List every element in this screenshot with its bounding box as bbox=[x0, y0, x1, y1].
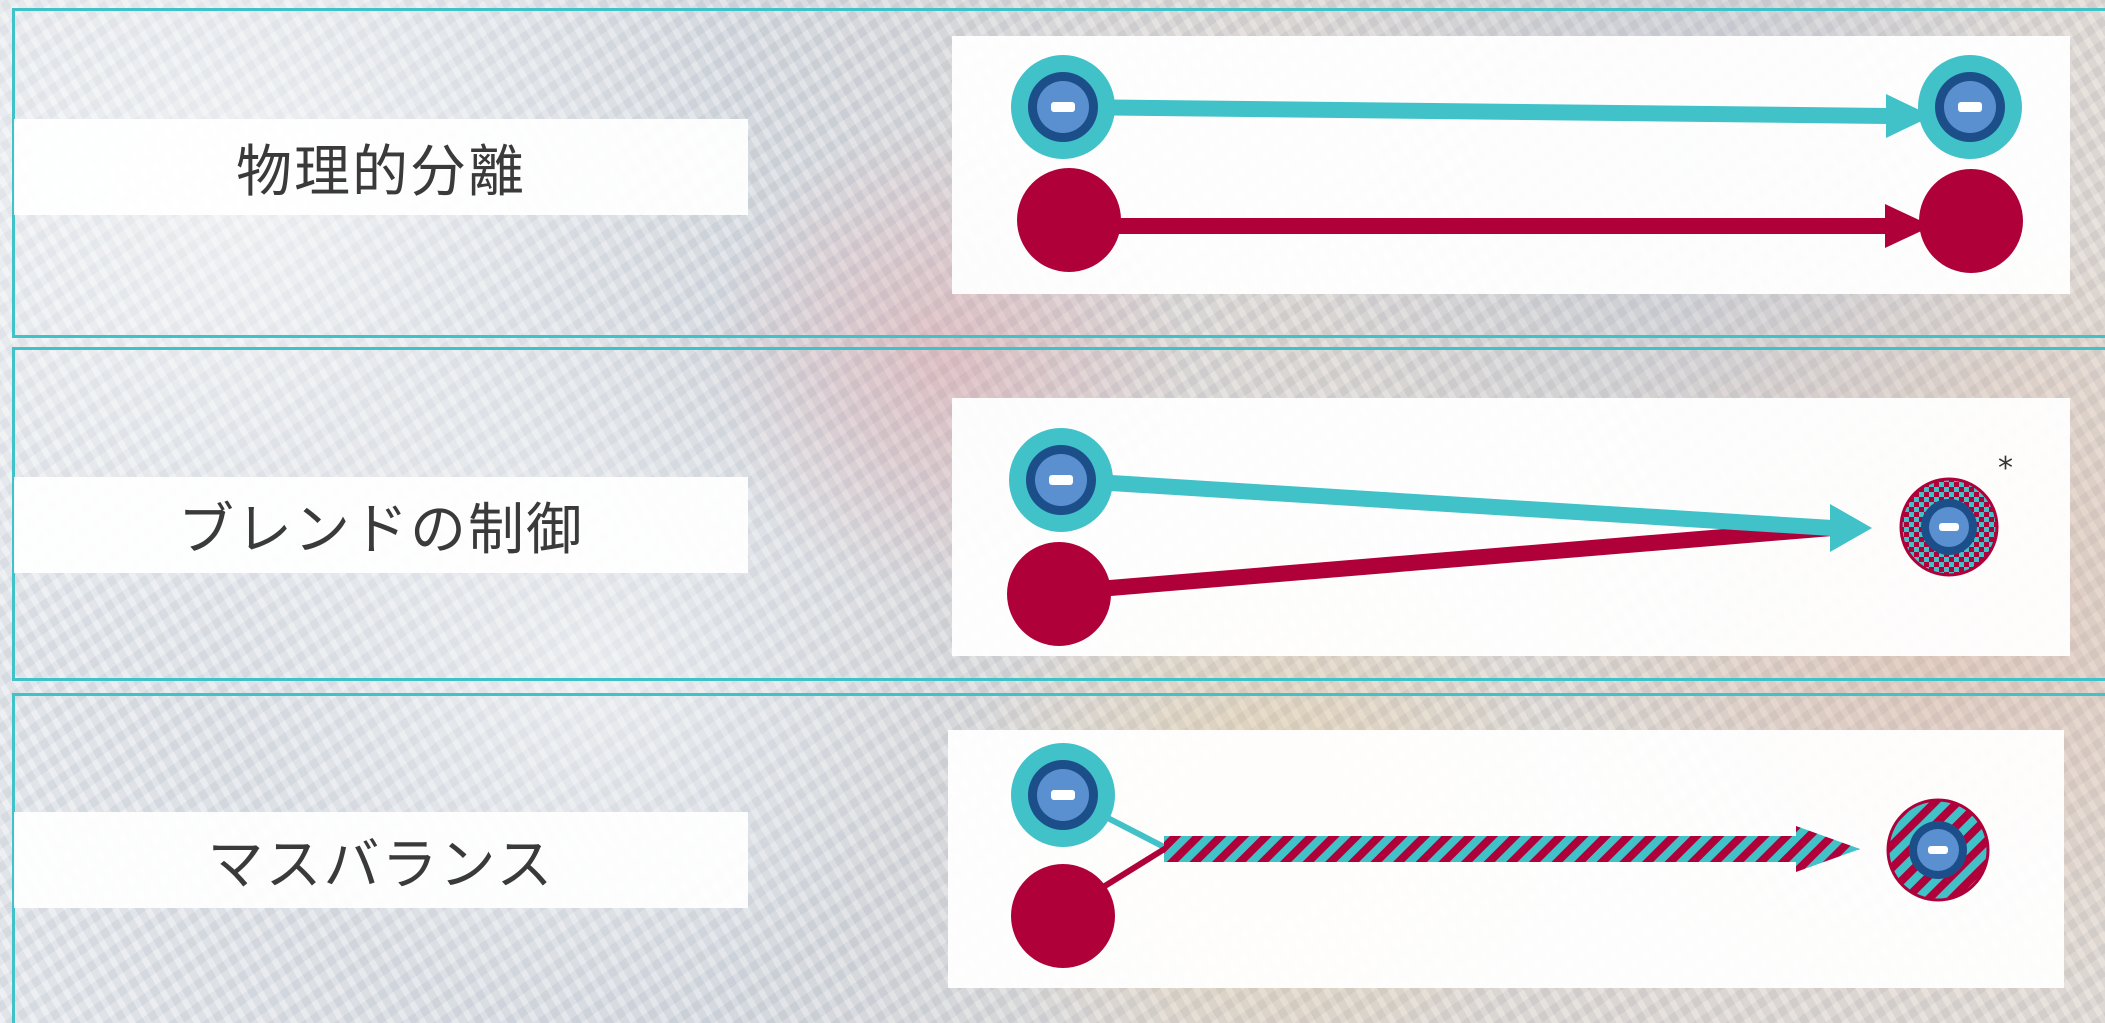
crimson-flow-arrow bbox=[1061, 520, 1833, 600]
teal-flow-arrow bbox=[1062, 99, 1889, 124]
diagram-segregation bbox=[952, 36, 2070, 294]
row-controlled-blending bbox=[12, 347, 2105, 681]
row-mass-balance bbox=[12, 693, 2105, 1023]
conventional-dot-icon bbox=[1919, 169, 2023, 273]
mixed-arrow-head bbox=[1796, 826, 1860, 872]
teal-flow-arrow bbox=[1062, 472, 1833, 536]
teal-arrow-head bbox=[1886, 94, 1932, 138]
conventional-dot-icon bbox=[1007, 542, 1111, 646]
diagram-mass-balance bbox=[948, 730, 2064, 988]
certified-badge-icon bbox=[1011, 743, 1115, 847]
label-mass-balance: マスバランス bbox=[14, 812, 748, 908]
label-segregation: 物理的分離 bbox=[14, 119, 748, 215]
conventional-dot-icon bbox=[1011, 864, 1115, 968]
blended-output-icon bbox=[1899, 477, 1999, 577]
crimson-arrow-head bbox=[1885, 204, 1932, 248]
certified-badge-icon bbox=[1011, 55, 1115, 159]
diagram-controlled-blending: * bbox=[952, 398, 2070, 656]
mixed-flow-arrow bbox=[1164, 836, 1798, 862]
row-segregation bbox=[12, 8, 2105, 338]
certified-badge-icon bbox=[1009, 428, 1113, 532]
label-controlled-blending: ブレンドの制御 bbox=[14, 477, 748, 573]
teal-arrow-head bbox=[1830, 504, 1872, 552]
footnote-asterisk: * bbox=[1998, 451, 2013, 486]
conventional-dot-icon bbox=[1017, 168, 1121, 272]
mass-balance-output-icon bbox=[1886, 798, 1990, 902]
certified-badge-icon bbox=[1918, 55, 2022, 159]
